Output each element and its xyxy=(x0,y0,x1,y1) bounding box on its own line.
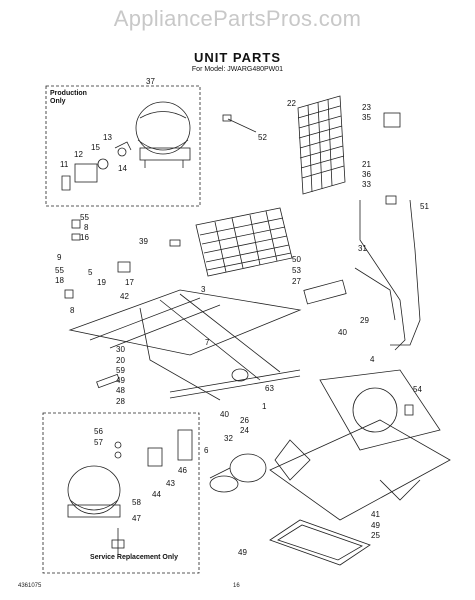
callout-12: 12 xyxy=(74,150,83,159)
callout-48: 48 xyxy=(116,386,125,395)
callout-55a: 55 xyxy=(80,213,89,222)
production-only-label: Production Only xyxy=(50,90,87,105)
callout-58: 58 xyxy=(132,498,141,507)
callout-40a: 40 xyxy=(338,328,347,337)
callout-30: 30 xyxy=(116,345,125,354)
callout-11: 11 xyxy=(60,160,69,169)
callout-22: 22 xyxy=(287,99,296,108)
callout-16: 16 xyxy=(80,233,89,242)
callout-17: 17 xyxy=(125,278,134,287)
callout-4: 4 xyxy=(370,355,375,364)
footer-part-number: 4361075 xyxy=(18,583,42,589)
callout-47: 47 xyxy=(132,514,141,523)
callout-14: 14 xyxy=(118,164,127,173)
service-replacement-box xyxy=(42,412,200,574)
callout-51: 51 xyxy=(420,202,429,211)
callout-8a: 8 xyxy=(84,223,89,232)
callout-55b: 55 xyxy=(55,266,64,275)
callout-33: 33 xyxy=(362,180,371,189)
callout-50: 50 xyxy=(292,255,301,264)
relay-part xyxy=(74,163,98,183)
callout-39: 39 xyxy=(139,237,148,246)
diagram-title: UNIT PARTS xyxy=(193,50,282,65)
callout-25: 25 xyxy=(371,531,380,540)
callout-23: 23 xyxy=(362,103,371,112)
callout-15: 15 xyxy=(91,143,100,152)
machine-base xyxy=(269,419,451,521)
callout-8b: 8 xyxy=(70,306,75,315)
callout-26: 26 xyxy=(240,416,249,425)
callout-49a: 49 xyxy=(116,376,125,385)
production-only-box xyxy=(45,85,201,207)
callout-43: 43 xyxy=(166,479,175,488)
callout-7: 7 xyxy=(205,338,210,347)
callout-63: 63 xyxy=(265,384,274,393)
callout-5: 5 xyxy=(88,268,93,277)
callout-56: 56 xyxy=(94,427,103,436)
callout-13: 13 xyxy=(103,133,112,142)
callout-49c: 49 xyxy=(238,548,247,557)
condenser-coil xyxy=(195,207,293,277)
callout-54: 54 xyxy=(413,385,422,394)
callout-9: 9 xyxy=(57,253,62,262)
callout-46: 46 xyxy=(178,466,187,475)
compressor-production xyxy=(135,101,191,168)
callout-27: 27 xyxy=(292,277,301,286)
callout-32: 32 xyxy=(224,434,233,443)
callout-57: 57 xyxy=(94,438,103,447)
callout-20: 20 xyxy=(116,356,125,365)
callout-28: 28 xyxy=(116,397,125,406)
service-replacement-label: Service Replacement Only xyxy=(90,554,178,561)
condenser-fan-motor xyxy=(209,439,311,483)
compressor-service xyxy=(67,465,125,555)
diagram-subtitle: For Model: JWARG480PW01 xyxy=(191,66,284,73)
evaporator-coil xyxy=(297,95,346,195)
callout-35: 35 xyxy=(362,113,371,122)
callout-3: 3 xyxy=(201,285,206,294)
callout-59: 59 xyxy=(116,366,125,375)
callout-24: 24 xyxy=(240,426,249,435)
callout-21: 21 xyxy=(362,160,371,169)
footer-page-number: 16 xyxy=(233,583,240,589)
callout-18: 18 xyxy=(55,276,64,285)
drain-pan xyxy=(269,519,371,566)
callout-49b: 49 xyxy=(371,521,380,530)
callout-36: 36 xyxy=(362,170,371,179)
callout-31: 31 xyxy=(358,244,367,253)
callout-19: 19 xyxy=(97,278,106,287)
callout-42: 42 xyxy=(120,292,129,301)
callout-44: 44 xyxy=(152,490,161,499)
callout-41: 41 xyxy=(371,510,380,519)
callout-40b: 40 xyxy=(220,410,229,419)
callout-37: 37 xyxy=(146,77,155,86)
callout-29: 29 xyxy=(360,316,369,325)
callout-6: 6 xyxy=(204,446,209,455)
callout-53: 53 xyxy=(292,266,301,275)
callout-52: 52 xyxy=(258,133,267,142)
watermark: AppliancePartsPros.com xyxy=(113,6,362,31)
callout-1: 1 xyxy=(262,402,267,411)
